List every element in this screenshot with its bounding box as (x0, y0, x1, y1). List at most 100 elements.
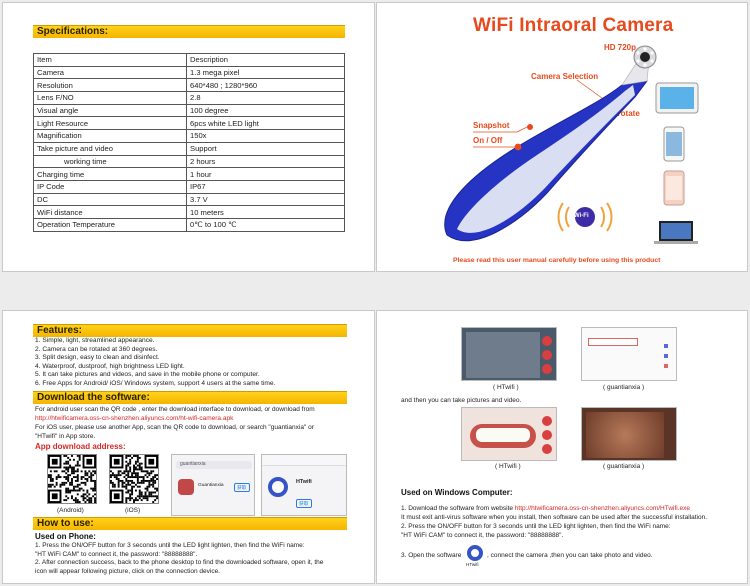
onoff-label: On / Off (473, 136, 503, 145)
howto-title-bar: How to use: (33, 517, 347, 530)
camera-selection-label: Camera Selection (531, 72, 599, 81)
spec-description: 0℃ to 100 ℃ (186, 217, 345, 232)
guantianxia-caption: ( guantianxia ) (603, 384, 645, 391)
cover-footer: Please read this user manual carefully b… (453, 257, 661, 264)
spec-description: Support (186, 141, 345, 156)
htwifi-app-icon (268, 477, 288, 497)
skin-magnified-photo (581, 407, 677, 461)
windows-step-3b: , connect the camera ,then you can take … (487, 552, 653, 559)
cover-title: WiFi Intraoral Camera (473, 15, 674, 36)
htwifi-caption: ( HTwifi ) (493, 384, 519, 391)
snapshot-button-graphic (527, 124, 533, 130)
htwifi-software-label: HTwifi (466, 562, 479, 567)
spec-item: Light Resource (33, 116, 187, 131)
spec-description: 100 degree (186, 103, 345, 118)
spec-item: working time (33, 154, 187, 169)
spec-description: 3.7 V (186, 192, 345, 207)
store-app-name-1: Guantianxia (198, 483, 224, 488)
device-illustration (444, 45, 699, 244)
htwifi-app-screenshot (461, 327, 557, 381)
spec-item: Camera (33, 65, 187, 80)
app-store-htwifi-screenshot: HTwifi 获取 (261, 454, 347, 516)
wifi-badge-label: Wi-Fi (574, 213, 589, 219)
android-qr-code[interactable] (47, 454, 97, 504)
store-search-text: guantianxia (180, 461, 206, 467)
store-get-button-1[interactable]: 获取 (234, 483, 250, 492)
spec-item: Resolution (33, 78, 187, 93)
htwifi-caption-2: ( HTwifi ) (495, 463, 521, 470)
pictures-line: and then you can take pictures and video… (401, 397, 522, 404)
spec-description: 1.3 mega pixel (186, 65, 345, 80)
phone-icon (663, 126, 685, 162)
snapshot-label: Snapshot (473, 121, 510, 130)
spec-item: DC (33, 192, 187, 207)
store-app-name-2: HTwifi (296, 479, 312, 485)
spec-description: 10 meters (186, 205, 345, 219)
phone-usage-heading: Used on Phone: (35, 532, 96, 541)
android-instructions: For android user scan the QR code , ente… (35, 406, 315, 413)
spec-item: Take picture and video (33, 141, 187, 156)
ios-qr-label: (iOS) (125, 507, 141, 514)
spec-item: Item (33, 53, 187, 67)
usage-page: ( HTwifi ) ( guantianxia ) and then you … (376, 310, 748, 584)
feature-item-3: 3. Split design, easy to clean and disin… (35, 354, 160, 362)
teeth-photo (461, 407, 557, 461)
spec-description: Description (186, 53, 345, 67)
spec-item: Magnification (33, 129, 187, 143)
windows-step-1: 1. Download the software from website ht… (401, 505, 690, 514)
spec-item: Operation Temperature (33, 217, 187, 232)
spec-title: Specifications: (37, 26, 109, 37)
smartphone-icon (663, 170, 685, 206)
ios-qr-code[interactable] (109, 454, 159, 504)
spec-item: WiFi distance (33, 205, 187, 219)
rotate-label: 360°rotate (601, 109, 640, 118)
windows-step-3: 3. Open the software (401, 552, 462, 559)
app-store-guantianxia-screenshot: guantianxia Guantianxia 获取 (171, 454, 255, 516)
spec-description: 150x (186, 129, 345, 143)
guantianxia-caption-2: ( guantianxia ) (603, 463, 645, 470)
laptop-icon (654, 221, 698, 244)
feature-item-4: 4. Waterproof, dustproof, high brightnes… (35, 362, 185, 370)
download-title: Download the software: (37, 392, 150, 403)
windows-step-2: 2. Press the ON/OFF button for 3 seconds… (401, 523, 671, 530)
spec-item: Visual angle (33, 103, 187, 118)
windows-step-2b: "HT WiFi CAM" to connect it, the passwor… (401, 532, 564, 539)
power-button-graphic (514, 143, 522, 151)
windows-download-link[interactable]: http://htwificamera.oss-cn-shenzhen.aliy… (514, 505, 691, 512)
phone-step-1b: "HT WiFi CAM" to connect it, the passwor… (35, 550, 198, 558)
htwifi-software-icon (467, 545, 483, 561)
spec-item: IP Code (33, 179, 187, 194)
feature-item-5: 5. It can take pictures and videos, and … (35, 371, 260, 379)
spec-description: 1 hour (186, 167, 345, 181)
cover-page: WiFi Intraoral Camera HD 720p Camera Sel… (376, 2, 748, 272)
download-title-bar: Download the software: (33, 391, 347, 404)
spec-description: IP67 (186, 179, 345, 194)
ios-instructions: For iOS user, please use another App, sc… (35, 424, 314, 431)
phone-step-1: 1. Press the ON/OFF button for 3 seconds… (35, 542, 305, 549)
camera-head (633, 45, 657, 69)
features-title: Features: (37, 325, 83, 336)
feature-item-6: 6. Free Apps for Android/ iOS/ Windows s… (35, 380, 276, 387)
hd-label: HD 720p (604, 43, 637, 52)
feature-item-1: 1. Simple, light, streamlined appearance… (35, 337, 155, 344)
store-get-button-2[interactable]: 获取 (296, 499, 312, 508)
spec-description: 640*480 ; 1280*960 (186, 78, 345, 93)
android-download-link[interactable]: http://htwificamera.oss-cn-shenzhen.aliy… (35, 415, 234, 422)
spec-item: Lens F/NO (33, 91, 187, 105)
spec-title-bar: Specifications: (33, 25, 345, 38)
